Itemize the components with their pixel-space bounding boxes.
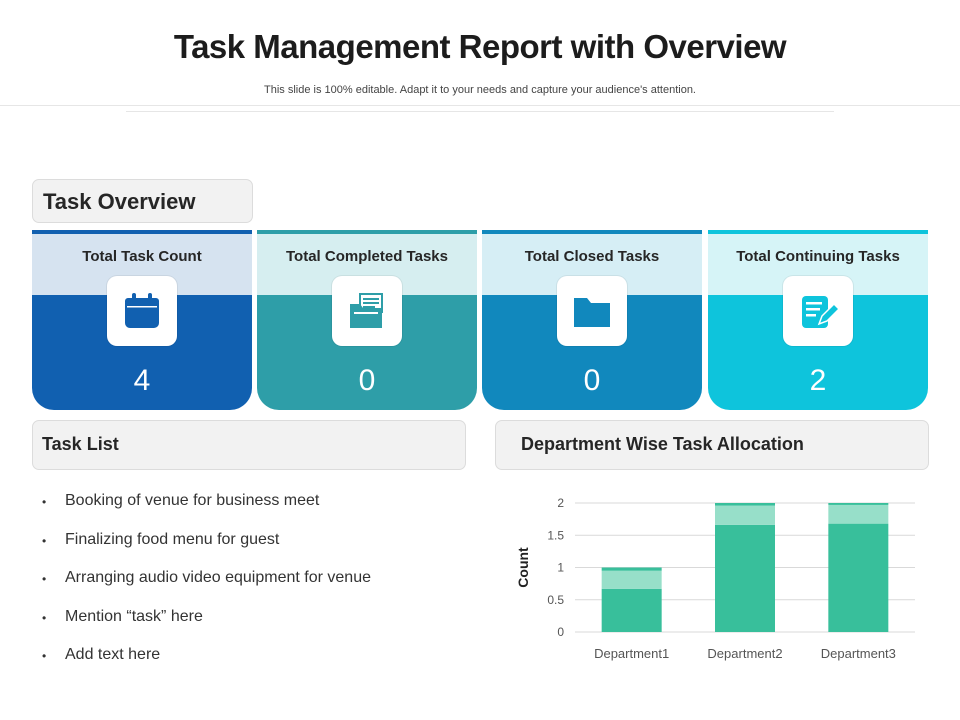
list-item: Finalizing food menu for guest — [42, 531, 371, 570]
card-value: 0 — [583, 364, 601, 397]
total-task-count-card: Total Task Count 4 — [32, 230, 252, 410]
y-tick-label: 1.5 — [547, 528, 564, 542]
page-title: Task Management Report with Overview — [173, 28, 787, 65]
divider — [0, 105, 960, 106]
task-list-heading-text: Task List — [42, 434, 119, 454]
card-value: 2 — [809, 364, 827, 397]
list-item: Mention “task” here — [42, 608, 371, 647]
calendar-icon — [107, 276, 177, 346]
bar-segment — [715, 503, 775, 506]
y-tick-label: 2 — [557, 496, 564, 510]
y-tick-label: 0 — [557, 625, 564, 639]
card-title: Total Continuing Tasks — [736, 248, 900, 265]
bar-segment — [601, 570, 662, 589]
bar-segment — [715, 505, 775, 525]
folder-documents-icon — [332, 276, 402, 346]
edit-document-icon — [783, 276, 853, 346]
bar-segment — [601, 567, 662, 571]
page-subtitle: This slide is 100% editable. Adapt it to… — [264, 84, 696, 96]
card-title: Total Completed Tasks — [286, 248, 448, 265]
department-chart-heading: Department Wise Task Allocation — [495, 420, 929, 470]
y-tick-label: 0.5 — [547, 593, 564, 607]
bar-segment — [828, 523, 889, 632]
total-continuing-tasks-card: Total Continuing Tasks 2 — [708, 230, 928, 410]
card-value: 0 — [358, 364, 376, 397]
bar-segment — [715, 524, 775, 632]
department-chart-heading-text: Department Wise Task Allocation — [521, 434, 804, 454]
card-header: Total Completed Tasks — [257, 230, 477, 295]
folder-icon — [557, 276, 627, 346]
bar-segment — [828, 504, 889, 524]
x-tick-label: Department2 — [707, 646, 782, 661]
card-title: Total Task Count — [82, 248, 202, 265]
x-tick-label: Department1 — [594, 646, 669, 661]
task-list: Booking of venue for business meet Final… — [42, 492, 371, 685]
task-list-heading: Task List — [32, 420, 466, 470]
task-overview-heading: Task Overview — [32, 179, 253, 223]
total-closed-tasks-card: Total Closed Tasks 0 — [482, 230, 702, 410]
card-value: 4 — [133, 364, 151, 397]
total-completed-tasks-card: Total Completed Tasks 0 — [257, 230, 477, 410]
y-tick-label: 1 — [557, 561, 564, 575]
card-title: Total Closed Tasks — [524, 248, 660, 265]
divider — [126, 111, 834, 112]
bar-segment — [828, 503, 889, 505]
card-header: Total Closed Tasks — [482, 230, 702, 295]
list-item: Booking of venue for business meet — [42, 492, 371, 531]
list-item: Add text here — [42, 646, 371, 685]
bar-segment — [601, 588, 662, 632]
list-item: Arranging audio video equipment for venu… — [42, 569, 371, 608]
y-axis-label: Count — [515, 547, 531, 588]
x-tick-label: Department3 — [821, 646, 896, 661]
